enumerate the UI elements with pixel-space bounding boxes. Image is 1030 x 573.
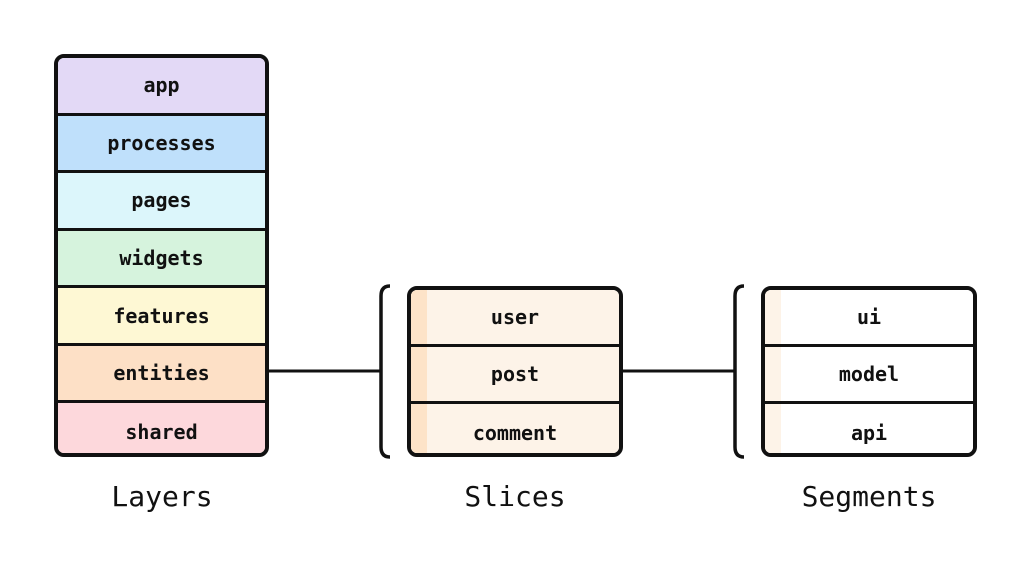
slices-caption: Slices xyxy=(464,480,566,513)
segment-label: model xyxy=(838,362,900,386)
segment-api: api xyxy=(765,404,973,453)
layer-label: widgets xyxy=(119,245,204,270)
layer-processes: processes xyxy=(58,115,265,174)
layer-label: features xyxy=(113,303,210,328)
layer-app: app xyxy=(58,58,265,116)
layer-shared: shared xyxy=(58,403,265,453)
slice-label: comment xyxy=(472,420,558,445)
segment-ui: ui xyxy=(765,290,973,347)
segments-caption: Segments xyxy=(801,480,937,513)
layer-widgets: widgets xyxy=(58,230,265,289)
slice-comment: comment xyxy=(411,404,619,453)
slice-label: user xyxy=(490,305,540,329)
layer-label: pages xyxy=(131,188,192,213)
slices-stack: user post comment xyxy=(407,286,623,457)
segment-label: ui xyxy=(856,305,882,329)
slice-user: user xyxy=(411,290,619,347)
layer-label: app xyxy=(143,73,180,98)
slice-label: post xyxy=(490,362,540,386)
layers-caption: Layers xyxy=(111,480,213,513)
segment-label: api xyxy=(850,420,888,445)
slice-post: post xyxy=(411,347,619,404)
segments-bracket xyxy=(733,284,745,459)
layer-label: processes xyxy=(107,130,216,155)
layer-features: features xyxy=(58,288,265,346)
segment-model: model xyxy=(765,347,973,404)
layer-label: shared xyxy=(125,420,198,445)
layer-entities: entities xyxy=(58,345,265,404)
segments-stack: ui model api xyxy=(761,286,977,457)
slices-bracket xyxy=(379,284,391,459)
layer-pages: pages xyxy=(58,173,265,231)
layer-label: entities xyxy=(113,361,210,386)
layers-stack: app processes pages widgets features ent… xyxy=(54,54,269,457)
